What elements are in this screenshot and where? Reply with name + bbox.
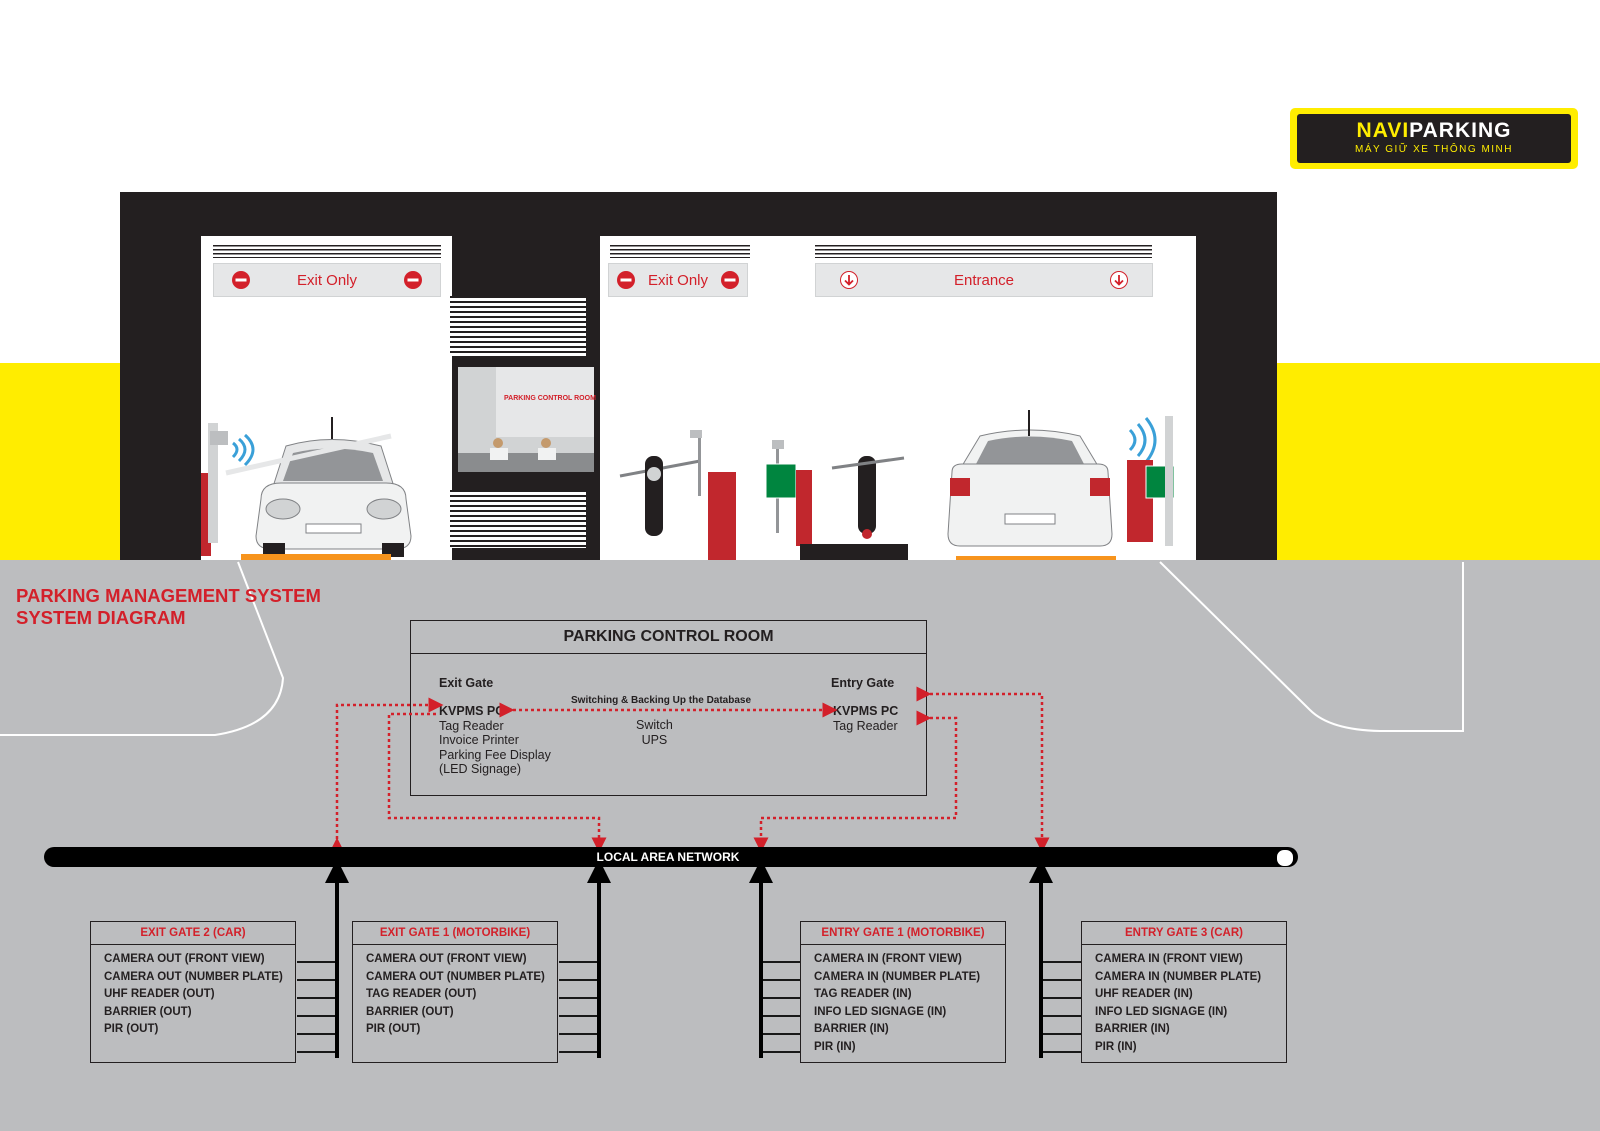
exit-only-label: Exit Only — [296, 271, 357, 289]
gate-device: CAMERA OUT (NUMBER PLATE) — [104, 970, 283, 983]
local-area-network-bar — [44, 847, 1298, 867]
gate-title: ENTRY GATE 3 (CAR) — [1082, 922, 1286, 945]
gate-device: CAMERA IN (NUMBER PLATE) — [814, 970, 981, 983]
gate-device: CAMERA IN (FRONT VIEW) — [1095, 953, 1243, 965]
gate-device-list: CAMERA OUT (FRONT VIEW) CAMERA OUT (NUMB… — [91, 945, 295, 1039]
database-link-label: Switching & Backing Up the Database — [571, 695, 752, 706]
car-front-illustration — [201, 417, 412, 560]
gate-device: CAMERA OUT (NUMBER PLATE) — [366, 970, 545, 983]
road-lines — [0, 561, 1464, 736]
gate-device: TAG READER (OUT) — [366, 988, 477, 1001]
no-entry-icon — [232, 271, 250, 289]
yellow-band-right — [1276, 363, 1600, 560]
gate-device: UHF READER (IN) — [1095, 988, 1193, 1001]
exit-parking-fee-display: Parking Fee Display — [439, 747, 551, 762]
control-room-window-label: PARKING CONTROL ROOM — [504, 395, 596, 402]
vent-lines — [815, 245, 1152, 258]
vent-lines — [213, 245, 441, 258]
gate-device: CAMERA IN (NUMBER PLATE) — [1095, 970, 1262, 983]
heading-line-2: SYSTEM DIAGRAM — [16, 607, 186, 628]
no-entry-icon — [617, 271, 635, 289]
exit-only-sign-left: Exit Only — [213, 263, 441, 297]
gate-device: PIR (IN) — [1095, 1040, 1137, 1053]
no-entry-icon — [404, 271, 422, 289]
arrow-down-icon — [840, 271, 858, 289]
gate-device: PIR (OUT) — [104, 1023, 159, 1036]
lanes-illustration — [619, 410, 1175, 560]
exit-gate-items: KVPMS PC Tag Reader Invoice Printer Park… — [439, 704, 551, 777]
exit-invoice-printer: Invoice Printer — [439, 733, 519, 747]
control-room-title: PARKING CONTROL ROOM — [411, 621, 926, 654]
exit-led-signage: (LED Signage) — [439, 762, 521, 776]
exit-kvpms-pc: KVPMS PC — [439, 704, 505, 718]
gate-device: TAG READER (IN) — [814, 988, 912, 1001]
exit-tag-reader: Tag Reader — [439, 718, 504, 733]
vent-grille-top — [450, 296, 586, 356]
gate-device: CAMERA OUT (FRONT VIEW) — [366, 953, 527, 965]
entrance-label: Entrance — [953, 271, 1015, 289]
exit-only-label: Exit Only — [647, 271, 708, 289]
operators-illustration — [490, 438, 556, 460]
logo-tagline: MÁY GIỮ XE THÔNG MINH — [1354, 144, 1514, 155]
gate-device: BARRIER (IN) — [1095, 1023, 1170, 1036]
gate-device: INFO LED SIGNAGE (IN) — [814, 1005, 947, 1018]
gate-device: BARRIER (OUT) — [366, 1005, 454, 1018]
switch-label: Switch — [636, 718, 673, 732]
gate-device-list: CAMERA IN (FRONT VIEW) CAMERA IN (NUMBER… — [801, 945, 1005, 1057]
gate-device: INFO LED SIGNAGE (IN) — [1095, 1005, 1228, 1018]
vent-lines — [610, 245, 750, 258]
gate-device: BARRIER (IN) — [814, 1023, 889, 1036]
logo-brand-parking: PARKING — [1409, 119, 1512, 142]
gate-title: EXIT GATE 1 (MOTORBIKE) — [353, 922, 557, 945]
center-items: Switch UPS — [636, 718, 673, 747]
parking-building: Exit Only PARKING CONTROL ROOM — [120, 192, 1277, 560]
gate-device: PIR (OUT) — [366, 1023, 421, 1036]
diagram-heading: PARKING MANAGEMENT SYSTEM SYSTEM DIAGRAM — [16, 585, 321, 629]
gate-title: EXIT GATE 2 (CAR) — [91, 922, 295, 945]
gate-device-list: CAMERA OUT (FRONT VIEW) CAMERA OUT (NUMB… — [353, 945, 557, 1039]
control-room-box: PARKING CONTROL ROOM Exit Gate Entry Gat… — [410, 620, 927, 796]
logo-brand-navi: NAVI — [1356, 119, 1410, 142]
exit-bay-left: Exit Only — [201, 236, 452, 560]
no-entry-icon — [721, 271, 739, 289]
gate-device: CAMERA OUT (FRONT VIEW) — [104, 953, 265, 965]
entry-exit-bay-right: Exit Only Entrance — [600, 236, 1196, 560]
entrance-sign: Entrance — [815, 263, 1153, 297]
entry-gate-label: Entry Gate — [831, 676, 895, 690]
gate-device: CAMERA IN (FRONT VIEW) — [814, 953, 962, 965]
local-area-network-label: LOCAL AREA NETWORK — [596, 850, 740, 864]
exit-only-sign-middle: Exit Only — [608, 263, 748, 297]
control-room-window: PARKING CONTROL ROOM — [458, 367, 596, 472]
gate-device: UHF READER (OUT) — [104, 988, 215, 1001]
vent-grille-bottom — [450, 490, 586, 548]
gate-box-entry-3-car: ENTRY GATE 3 (CAR) CAMERA IN (FRONT VIEW… — [1081, 921, 1287, 1063]
gate-device: PIR (IN) — [814, 1040, 856, 1053]
gate-box-exit-2-car: EXIT GATE 2 (CAR) CAMERA OUT (FRONT VIEW… — [90, 921, 296, 1063]
yellow-band-left — [0, 363, 121, 560]
arrow-down-icon — [1110, 271, 1128, 289]
gate-title: ENTRY GATE 1 (MOTORBIKE) — [801, 922, 1005, 945]
exit-gate-label: Exit Gate — [439, 676, 494, 690]
ups-label: UPS — [641, 732, 668, 747]
lan-bar-end-cap — [1276, 849, 1294, 867]
naviparking-logo: NAVIPARKING MÁY GIỮ XE THÔNG MINH — [1290, 108, 1578, 169]
gate-device: BARRIER (OUT) — [104, 1005, 192, 1018]
gate-device-list: CAMERA IN (FRONT VIEW) CAMERA IN (NUMBER… — [1082, 945, 1286, 1057]
gate-box-entry-1-motorbike: ENTRY GATE 1 (MOTORBIKE) CAMERA IN (FRON… — [800, 921, 1006, 1063]
gate-box-exit-1-motorbike: EXIT GATE 1 (MOTORBIKE) CAMERA OUT (FRON… — [352, 921, 558, 1063]
heading-line-1: PARKING MANAGEMENT SYSTEM — [16, 585, 321, 606]
